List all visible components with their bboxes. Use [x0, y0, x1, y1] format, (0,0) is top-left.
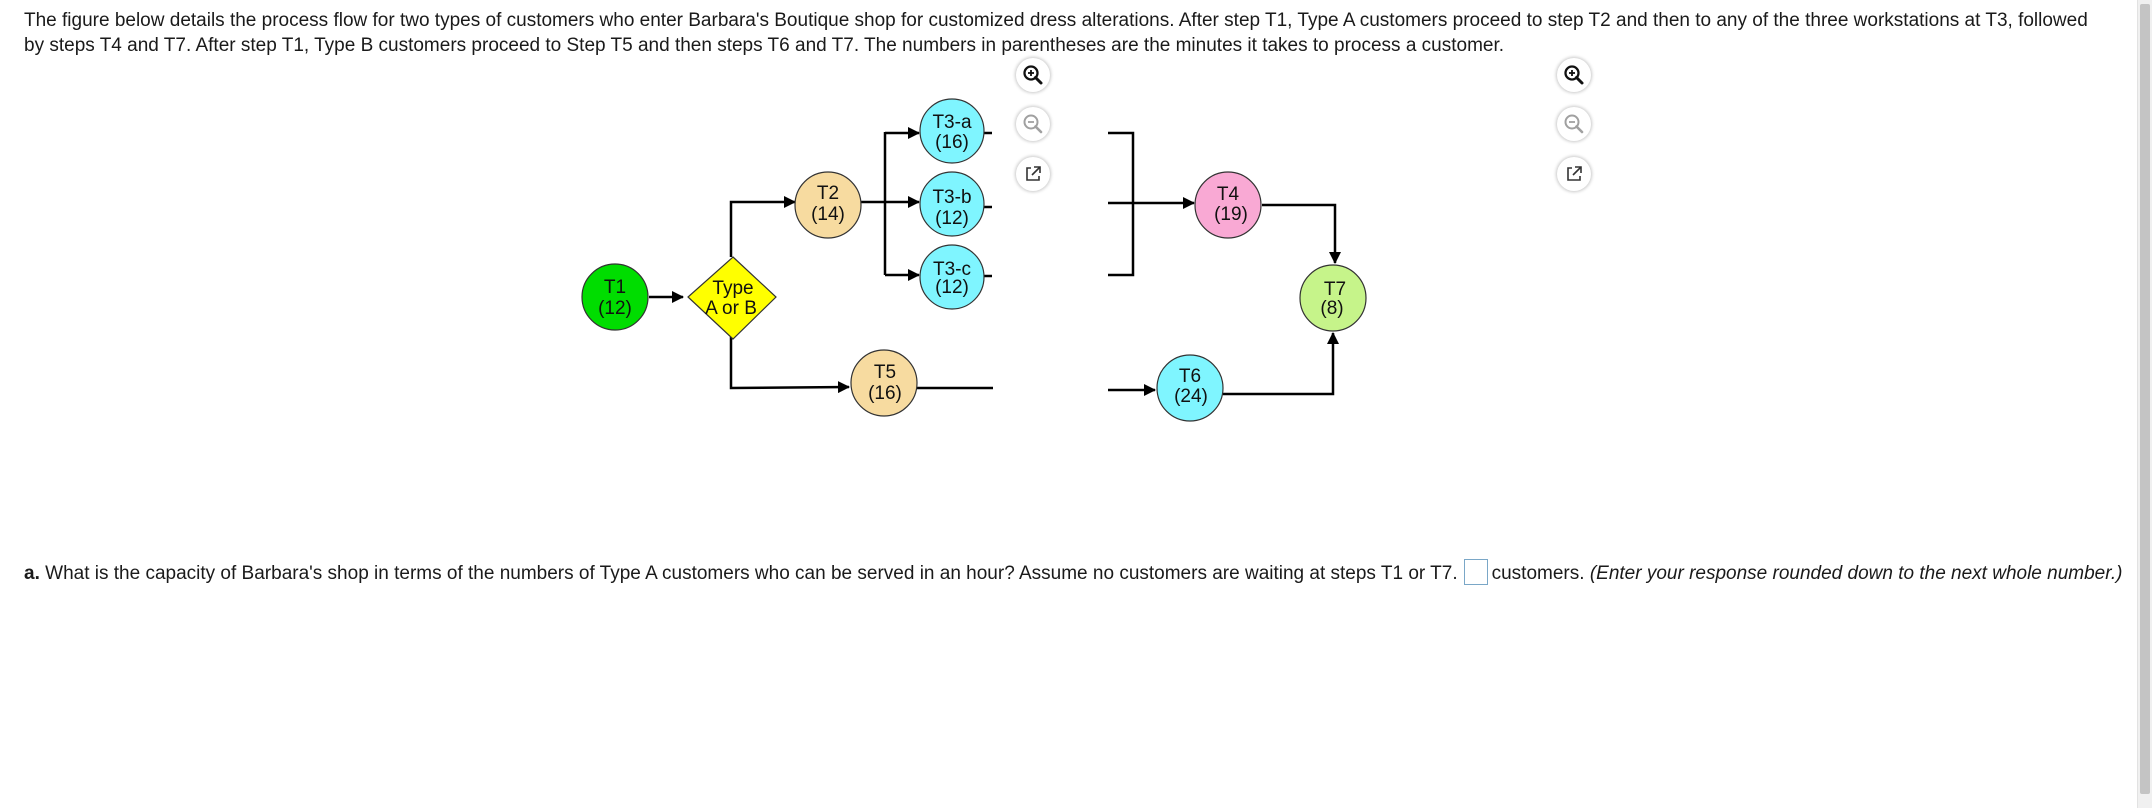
node-t7-name: T7	[1324, 279, 1346, 300]
node-t3a: T3-a (16)	[919, 98, 985, 164]
node-t3b-name: T3-b	[932, 187, 971, 208]
node-t6-shape	[1156, 354, 1224, 422]
zoom-in-icon	[1564, 65, 1584, 85]
node-t3a-time: (16)	[935, 132, 969, 153]
node-t5: T5 (16)	[850, 349, 918, 417]
node-t4: T4 (19)	[1194, 171, 1262, 239]
node-t1-name: T1	[604, 277, 626, 298]
arrow-t4-t7	[1262, 203, 1341, 264]
node-t6-name: T6	[1179, 366, 1201, 387]
node-t3c-time: (12)	[935, 277, 969, 298]
open-new-window-icon	[1026, 166, 1041, 181]
node-t5-name: T5	[874, 362, 896, 383]
node-t7: T7 (8)	[1299, 264, 1367, 332]
open-new-window-icon	[1567, 166, 1582, 181]
question-text: What is the capacity of Barbara's shop i…	[45, 563, 1458, 584]
question-part-label: a.	[24, 563, 40, 584]
open-new-window-button-left[interactable]	[1016, 157, 1050, 191]
node-t3a-name: T3-a	[932, 112, 972, 133]
node-t2-shape	[794, 171, 862, 239]
intro-paragraph: The figure below details the process flo…	[24, 10, 2088, 56]
decision-label-line1: Type	[712, 278, 753, 299]
zoom-in-button-right[interactable]	[1557, 58, 1591, 92]
node-t2-name: T2	[817, 183, 839, 204]
scrollbar-thumb[interactable]	[2140, 4, 2150, 794]
node-t5-time: (16)	[868, 383, 902, 404]
node-t1-shape	[581, 263, 649, 331]
node-t3c-name: T3-c	[933, 259, 971, 280]
answer-hint: (Enter your response rounded down to the…	[1589, 563, 2123, 584]
arrow-decision-t2	[729, 196, 796, 257]
arrow-t6-t7	[1223, 332, 1339, 396]
answer-input[interactable]	[1463, 558, 1488, 585]
node-t3b: T3-b (12)	[919, 171, 985, 237]
zoom-out-button-left[interactable]	[1016, 107, 1050, 141]
vertical-scrollbar[interactable]	[2137, 0, 2152, 808]
zoom-out-icon	[1564, 114, 1584, 134]
node-t7-shape	[1299, 264, 1367, 332]
node-t2-time: (14)	[811, 204, 845, 225]
decision-diamond	[687, 256, 777, 340]
node-t3c: T3-c (12)	[919, 244, 985, 310]
zoom-out-icon	[1023, 114, 1043, 134]
decision-label-line2: A or B	[705, 298, 757, 319]
question-part-a: a. What is the capacity of Barbara's sho…	[24, 558, 2124, 588]
open-new-window-button-right[interactable]	[1557, 157, 1591, 191]
zoom-in-icon	[1023, 65, 1043, 85]
node-t6: T6 (24)	[1156, 354, 1224, 422]
node-t3b-time: (12)	[935, 208, 969, 229]
node-t4-name: T4	[1217, 184, 1240, 205]
zoom-in-button-left[interactable]	[1016, 58, 1050, 92]
node-t3c-shape	[919, 244, 985, 310]
node-t2: T2 (14)	[794, 171, 862, 239]
node-t3b-shape	[919, 171, 985, 237]
node-t3a-shape	[919, 98, 985, 164]
node-t1: T1 (12)	[581, 263, 649, 331]
arrow-decision-t5	[729, 337, 850, 394]
node-t5-shape	[850, 349, 918, 417]
node-t4-shape	[1194, 171, 1262, 239]
zoom-out-button-right[interactable]	[1557, 107, 1591, 141]
node-t1-time: (12)	[598, 298, 632, 319]
node-t4-time: (19)	[1214, 204, 1248, 225]
answer-unit: customers.	[1491, 563, 1585, 584]
node-t7-time: (8)	[1320, 298, 1343, 319]
node-decision: Type A or B	[687, 256, 777, 340]
node-t6-time: (24)	[1174, 386, 1208, 407]
